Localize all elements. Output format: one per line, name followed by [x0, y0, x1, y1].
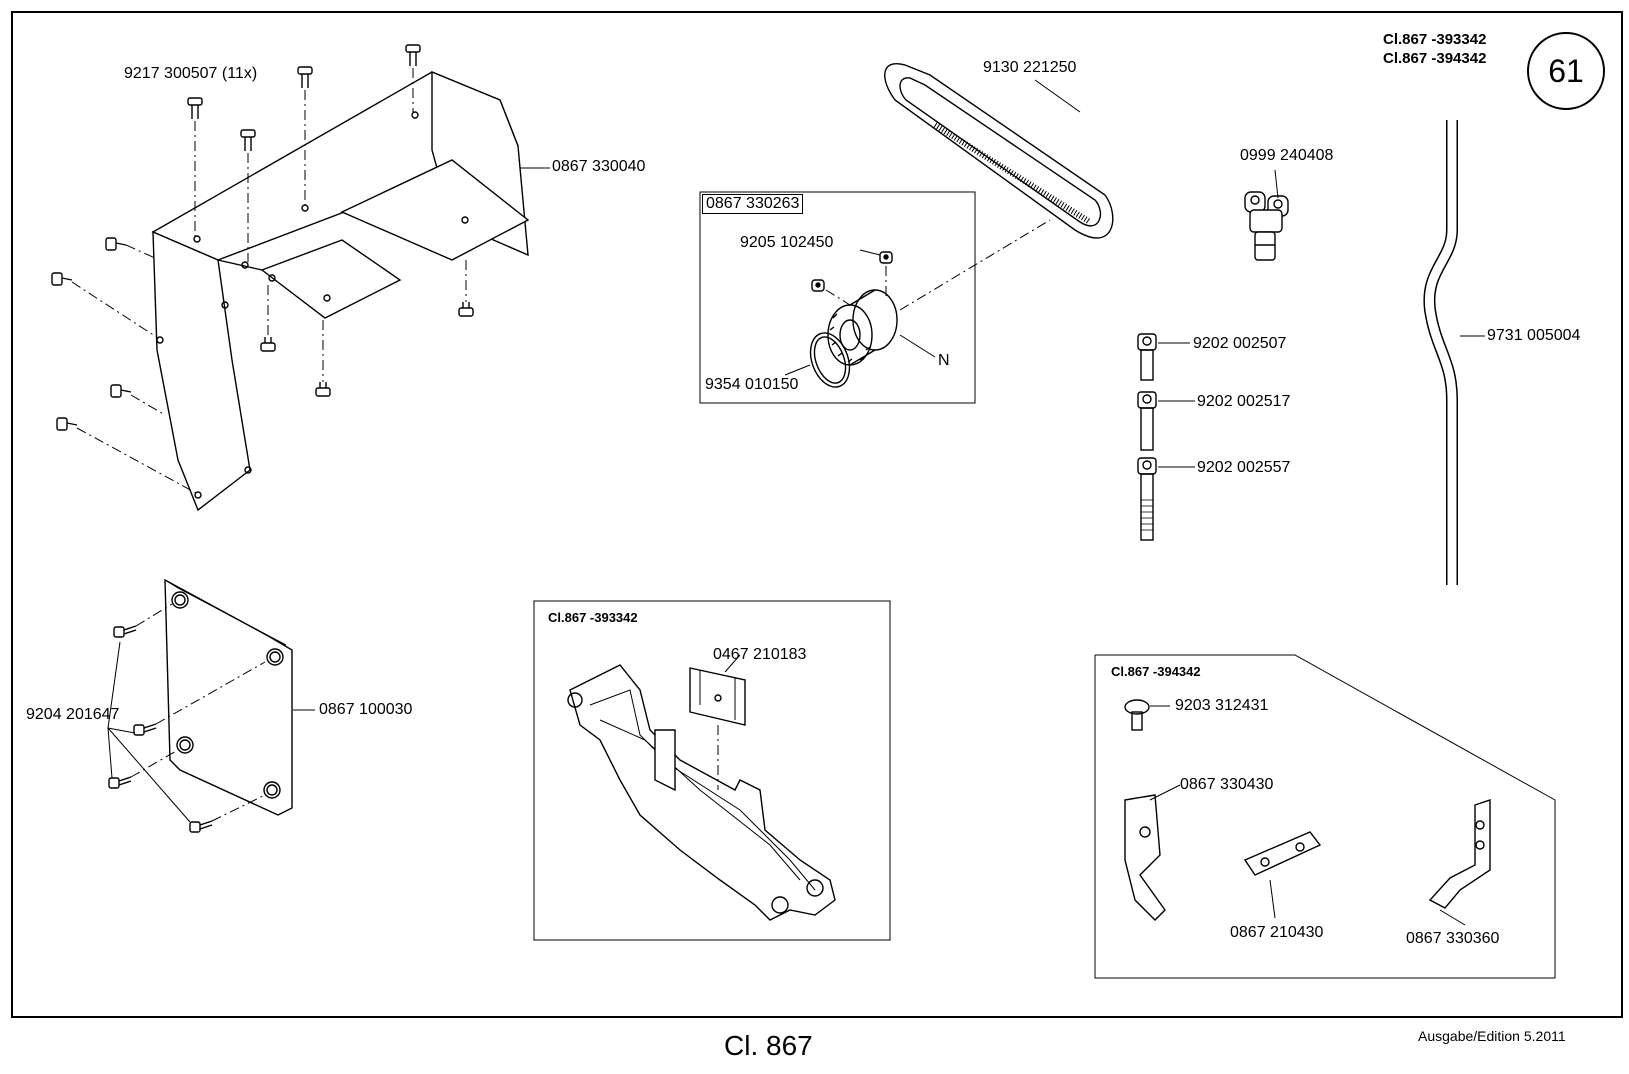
- label-9202-002557: 9202 002557: [1197, 459, 1291, 476]
- label-0467-210183: 0467 210183: [713, 646, 807, 663]
- drawing-frame: [11, 11, 1623, 1018]
- rod-9731-005004: [1423, 120, 1458, 585]
- label-0867-210430: 0867 210430: [1230, 924, 1324, 941]
- plate-0867-100030: [164, 578, 293, 816]
- label-0867-100030: 0867 100030: [319, 701, 413, 718]
- plate-assembly-lines: [130, 603, 266, 822]
- label-0999-240408: 0999 240408: [1240, 147, 1334, 164]
- bracket-casting: [567, 664, 836, 921]
- box-0867-330263: [699, 191, 976, 404]
- label-9202-002517: 9202 002517: [1197, 393, 1291, 410]
- page-number: 61: [1527, 32, 1605, 110]
- clip-0467-210183: [689, 667, 746, 726]
- section-394342-box: [1094, 654, 1556, 979]
- section-393342-box: [533, 600, 891, 941]
- screw-9202-002557: [1137, 457, 1157, 541]
- label-9354-010150: 9354 010150: [705, 376, 799, 393]
- label-9203-312431: 9203 312431: [1175, 697, 1269, 714]
- part-0867-330360: [1428, 799, 1491, 909]
- footer-edition: Ausgabe/Edition 5.2011: [1418, 1028, 1566, 1044]
- label-9130-221250: 9130 221250: [983, 59, 1077, 76]
- screw-9203-312431: [1124, 699, 1150, 731]
- label-N: N: [938, 352, 950, 369]
- section-label-394342: Cl.867 -394342: [1111, 664, 1201, 679]
- cover-0867-330040: [151, 70, 530, 512]
- screw-9202-002507: [1137, 333, 1157, 381]
- class-line-1: Cl.867 -393342: [1383, 31, 1487, 48]
- screws-9204-201647: [108, 625, 213, 833]
- label-9202-002507: 9202 002507: [1193, 335, 1287, 352]
- screw-9202-002517: [1137, 391, 1157, 451]
- label-0867-330263: 0867 330263: [702, 194, 804, 214]
- footer-title: Cl. 867: [724, 1030, 813, 1061]
- label-0867-330040: 0867 330040: [552, 158, 646, 175]
- fitting-0999-240408: [1244, 191, 1289, 261]
- label-0867-330360: 0867 330360: [1406, 930, 1500, 947]
- label-9204-201647: 9204 201647: [26, 706, 120, 723]
- screws-9217-300507: [51, 44, 474, 431]
- part-0867-210430: [1243, 831, 1322, 876]
- belt-9130-221250: [884, 63, 1114, 239]
- label-9731-005004: 9731 005004: [1487, 327, 1581, 344]
- label-9217-300507: 9217 300507 (11x): [124, 65, 258, 82]
- class-line-2: Cl.867 -394342: [1383, 50, 1487, 67]
- label-0867-330430: 0867 330430: [1180, 776, 1274, 793]
- cover-assembly-lines: [71, 68, 467, 494]
- section-label-393342: Cl.867 -393342: [548, 610, 638, 625]
- label-9205-102450: 9205 102450: [740, 234, 834, 251]
- pulley-assembly: [809, 251, 898, 388]
- part-0867-330430: [1124, 794, 1166, 921]
